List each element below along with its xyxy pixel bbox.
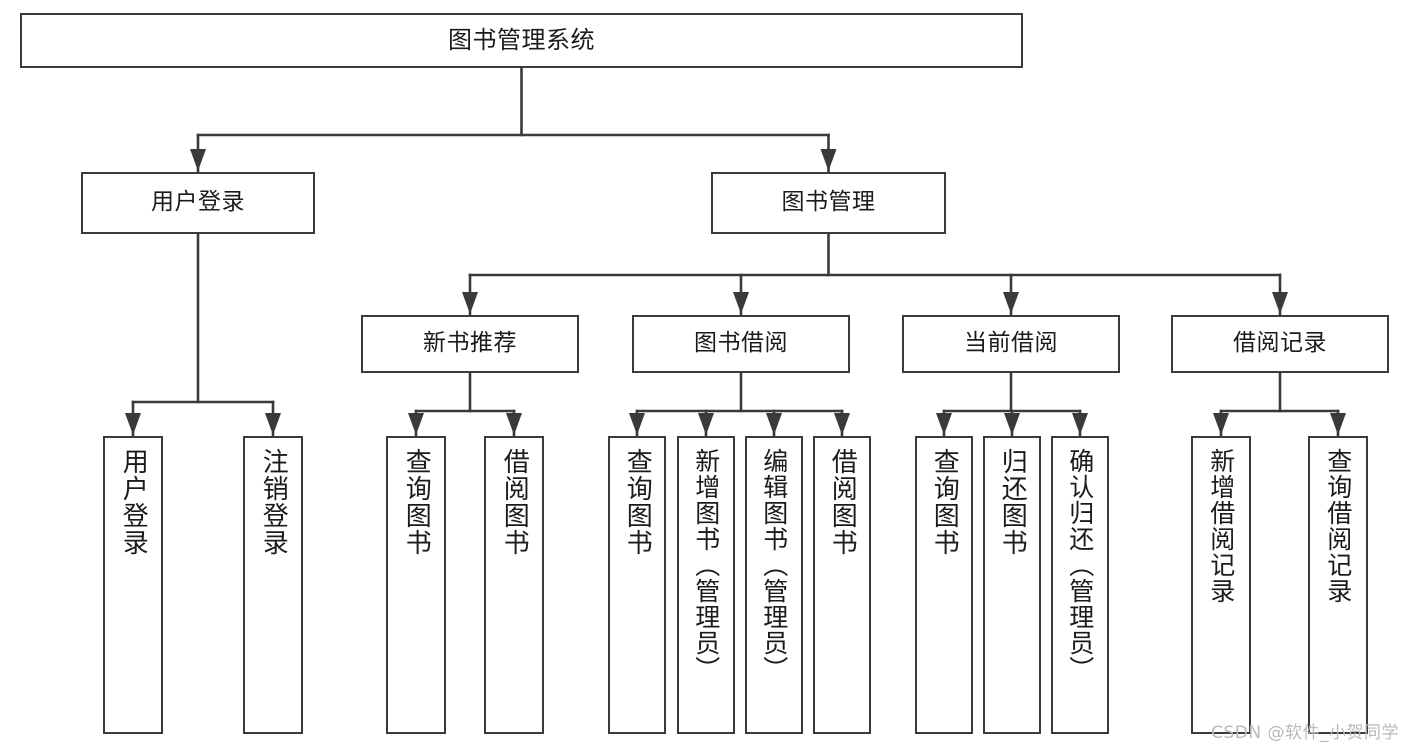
node-leaf-add-record[interactable]: 新增借阅记录 bbox=[1191, 436, 1251, 734]
node-leaf-query-book-3-label: 查询图书 bbox=[929, 448, 960, 556]
node-leaf-confirm-return-label: 确认归还（管理员） bbox=[1065, 448, 1095, 682]
node-borrow-record-label: 借阅记录 bbox=[1233, 330, 1327, 357]
node-leaf-logout[interactable]: 注销登录 bbox=[243, 436, 303, 734]
watermark-text: CSDN @软件_小贺同学 bbox=[1211, 723, 1399, 743]
node-leaf-query-record-label: 查询借阅记录 bbox=[1323, 448, 1353, 604]
node-leaf-edit-book[interactable]: 编辑图书（管理员） bbox=[745, 436, 803, 734]
node-borrow-record[interactable]: 借阅记录 bbox=[1171, 315, 1389, 373]
node-new-book-recommend[interactable]: 新书推荐 bbox=[361, 315, 579, 373]
node-book-borrow[interactable]: 图书借阅 bbox=[632, 315, 850, 373]
node-leaf-query-book-1[interactable]: 查询图书 bbox=[386, 436, 446, 734]
node-leaf-user-login[interactable]: 用户登录 bbox=[103, 436, 163, 734]
node-leaf-query-book-3[interactable]: 查询图书 bbox=[915, 436, 973, 734]
node-leaf-borrow-book-2[interactable]: 借阅图书 bbox=[813, 436, 871, 734]
node-leaf-confirm-return[interactable]: 确认归还（管理员） bbox=[1051, 436, 1109, 734]
node-leaf-logout-label: 注销登录 bbox=[258, 448, 289, 556]
node-book-manage[interactable]: 图书管理 bbox=[711, 172, 946, 234]
node-leaf-user-login-label: 用户登录 bbox=[118, 448, 149, 556]
node-new-book-recommend-label: 新书推荐 bbox=[423, 330, 517, 357]
node-leaf-query-record[interactable]: 查询借阅记录 bbox=[1308, 436, 1368, 734]
node-root[interactable]: 图书管理系统 bbox=[20, 13, 1023, 68]
node-leaf-query-book-2[interactable]: 查询图书 bbox=[608, 436, 666, 734]
node-leaf-return-book[interactable]: 归还图书 bbox=[983, 436, 1041, 734]
node-current-borrow-label: 当前借阅 bbox=[964, 330, 1058, 357]
node-leaf-borrow-book-1[interactable]: 借阅图书 bbox=[484, 436, 544, 734]
node-current-borrow[interactable]: 当前借阅 bbox=[902, 315, 1120, 373]
node-book-borrow-label: 图书借阅 bbox=[694, 330, 788, 357]
node-leaf-add-record-label: 新增借阅记录 bbox=[1206, 448, 1236, 604]
node-leaf-query-book-2-label: 查询图书 bbox=[622, 448, 653, 556]
node-user-login[interactable]: 用户登录 bbox=[81, 172, 315, 234]
node-leaf-borrow-book-1-label: 借阅图书 bbox=[499, 448, 530, 556]
node-leaf-query-book-1-label: 查询图书 bbox=[401, 448, 432, 556]
node-book-manage-label: 图书管理 bbox=[781, 189, 876, 216]
node-root-label: 图书管理系统 bbox=[448, 26, 595, 55]
node-leaf-add-book[interactable]: 新增图书（管理员） bbox=[677, 436, 735, 734]
node-user-login-label: 用户登录 bbox=[151, 189, 245, 216]
node-leaf-return-book-label: 归还图书 bbox=[997, 448, 1028, 556]
node-leaf-add-book-label: 新增图书（管理员） bbox=[691, 448, 721, 682]
node-leaf-edit-book-label: 编辑图书（管理员） bbox=[759, 448, 789, 682]
node-leaf-borrow-book-2-label: 借阅图书 bbox=[827, 448, 858, 556]
